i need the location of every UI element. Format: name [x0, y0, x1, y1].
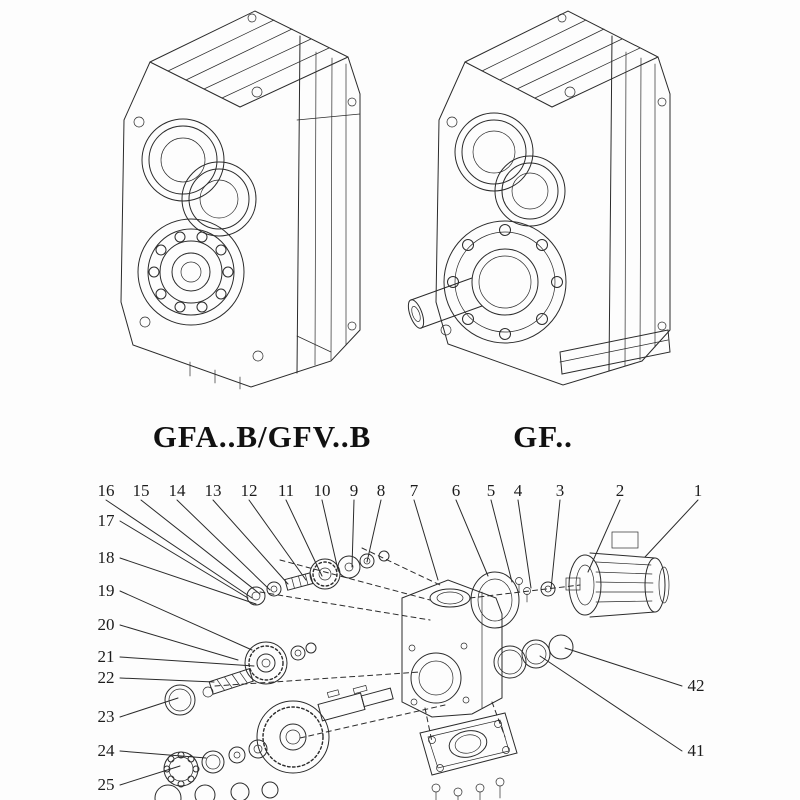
part-number-42: 42 — [687, 676, 705, 695]
part-number-23: 23 — [97, 707, 115, 726]
part-number-15: 15 — [132, 481, 150, 500]
model-label-gfab: GFA..B/GFV..B — [152, 419, 372, 454]
output-gear-parts — [154, 684, 394, 800]
part-number-1: 1 — [693, 481, 703, 500]
gearbox-drawing-gfab — [120, 10, 361, 390]
housing — [401, 579, 503, 718]
part-number-12: 12 — [240, 481, 258, 500]
part-number-9: 9 — [349, 481, 359, 500]
motor — [565, 531, 670, 618]
part-number-8: 8 — [376, 481, 386, 500]
part-number-4: 4 — [513, 481, 523, 500]
splined-shaft — [284, 572, 314, 591]
leader-lines — [105, 499, 699, 786]
exploded-view — [105, 499, 699, 800]
retaining-rings — [493, 634, 574, 679]
pinion-shaft — [208, 668, 254, 695]
flange-bolt-holes — [447, 224, 563, 340]
motor-side-parts — [470, 531, 670, 629]
part-number-25: 25 — [97, 775, 115, 794]
intermediate-gear-parts — [164, 641, 317, 716]
part-number-10: 10 — [313, 481, 331, 500]
part-number-24: 24 — [97, 741, 115, 760]
part-number-13: 13 — [204, 481, 222, 500]
part-number-6: 6 — [451, 481, 461, 500]
output-shaft-stepped — [317, 684, 394, 722]
part-number-41: 41 — [687, 741, 705, 760]
part-number-14: 14 — [168, 481, 186, 500]
bearing-rollers — [148, 231, 234, 313]
part-number-21: 21 — [97, 647, 115, 666]
part-number-3: 3 — [555, 481, 565, 500]
mounting-flange — [419, 712, 518, 800]
part-number-22: 22 — [97, 668, 115, 687]
part-number-19: 19 — [97, 581, 115, 600]
gearbox-drawing-gf — [407, 10, 671, 386]
part-number-16: 16 — [97, 481, 115, 500]
part-number-7: 7 — [409, 481, 419, 500]
part-number-20: 20 — [97, 615, 115, 634]
part-number-11: 11 — [277, 481, 295, 500]
part-number-17: 17 — [97, 511, 115, 530]
part-number-18: 18 — [97, 548, 115, 567]
part-number-5: 5 — [486, 481, 496, 500]
input-shaft-parts — [246, 550, 390, 606]
output-bearing-rollers — [163, 751, 200, 788]
output-shaft — [407, 277, 483, 329]
part-number-2: 2 — [615, 481, 625, 500]
model-label-gf: GF.. — [513, 419, 573, 454]
